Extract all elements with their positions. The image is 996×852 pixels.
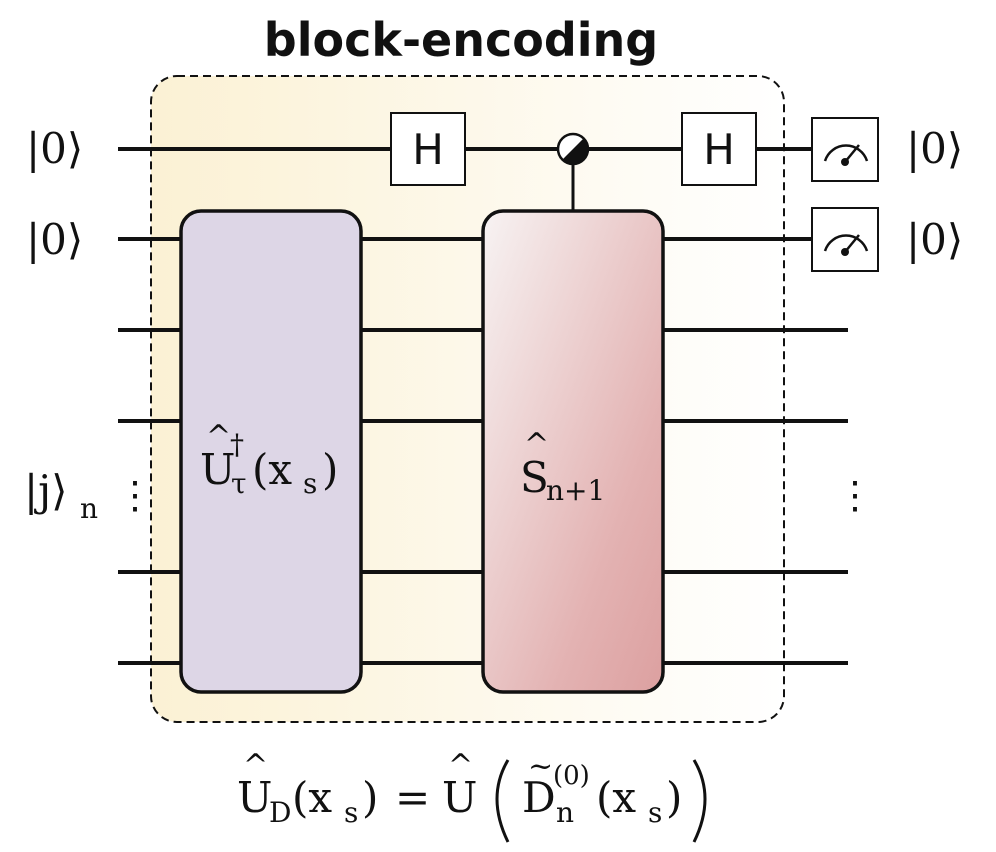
formula-inner-arg-subscript: s xyxy=(648,796,662,829)
hadamard-gate-1: H xyxy=(390,112,466,186)
u-gate-base: U xyxy=(200,445,235,494)
u-gate-superscript: † xyxy=(230,428,244,461)
u-gate-arg-subscript: s xyxy=(303,467,317,500)
input-label-register: |j⟩ xyxy=(24,466,68,515)
u-gate-hat: ^ xyxy=(206,419,231,454)
u-gate-arg-close: ) xyxy=(322,445,338,494)
formula-lhs-base: U xyxy=(237,773,272,822)
measurement-meter-top xyxy=(811,117,879,182)
block-encoding-title: block-encoding xyxy=(264,13,658,67)
formula-lhs-arg-close: ) xyxy=(362,773,378,822)
u-tau-dagger-gate: ^ U † τ (x s ) xyxy=(179,209,363,694)
formula-lhs-subscript: D xyxy=(269,796,291,829)
input-label-ancilla-top: |0⟩ xyxy=(26,124,83,173)
formula-lhs-arg-open: (x xyxy=(292,773,332,822)
input-register-dots: ⋮ xyxy=(116,473,154,517)
formula-inner-arg-close: ) xyxy=(666,773,682,822)
formula-rhs-hat: ^ xyxy=(448,748,473,783)
output-register-dots: ⋮ xyxy=(836,473,874,517)
s-gate-base: S xyxy=(520,453,549,502)
hadamard-gate-1-label: H xyxy=(412,125,444,174)
output-label-ancilla-top: |0⟩ xyxy=(906,124,963,173)
u-gate-arg-open: (x xyxy=(252,445,292,494)
formula-open-paren xyxy=(495,759,510,843)
hadamard-gate-2-label: H xyxy=(703,125,735,174)
formula-rhs-base: U xyxy=(442,773,477,822)
formula-inner-tilde: ~ xyxy=(528,749,553,784)
formula-lhs-hat: ^ xyxy=(243,748,268,783)
control-node xyxy=(556,132,590,211)
formula-equals: = xyxy=(395,773,430,822)
hadamard-gate-2: H xyxy=(681,112,757,186)
formula-inner-subscript: n xyxy=(556,796,574,829)
input-label-register-subscript: n xyxy=(80,492,98,525)
formula-lhs-arg-subscript: s xyxy=(344,796,358,829)
input-label-ancilla-second: |0⟩ xyxy=(26,215,83,264)
s-gate-subscript: n+1 xyxy=(546,474,605,507)
formula-inner-superscript: (0) xyxy=(553,761,590,791)
formula-inner-arg-open: (x xyxy=(596,773,636,822)
s-n-plus-1-gate: ^ S n+1 xyxy=(481,209,665,694)
formula-inner-base: D xyxy=(522,773,556,822)
u-gate-subscript: τ xyxy=(231,467,247,500)
block-encoding-formula: ^ U D (x s ) = ^ U ~ D (0) n (x s ) xyxy=(237,748,707,843)
formula-close-paren xyxy=(692,759,707,843)
measurement-meter-second xyxy=(811,207,879,272)
output-label-ancilla-second: |0⟩ xyxy=(906,215,963,264)
s-gate-hat: ^ xyxy=(524,427,549,462)
